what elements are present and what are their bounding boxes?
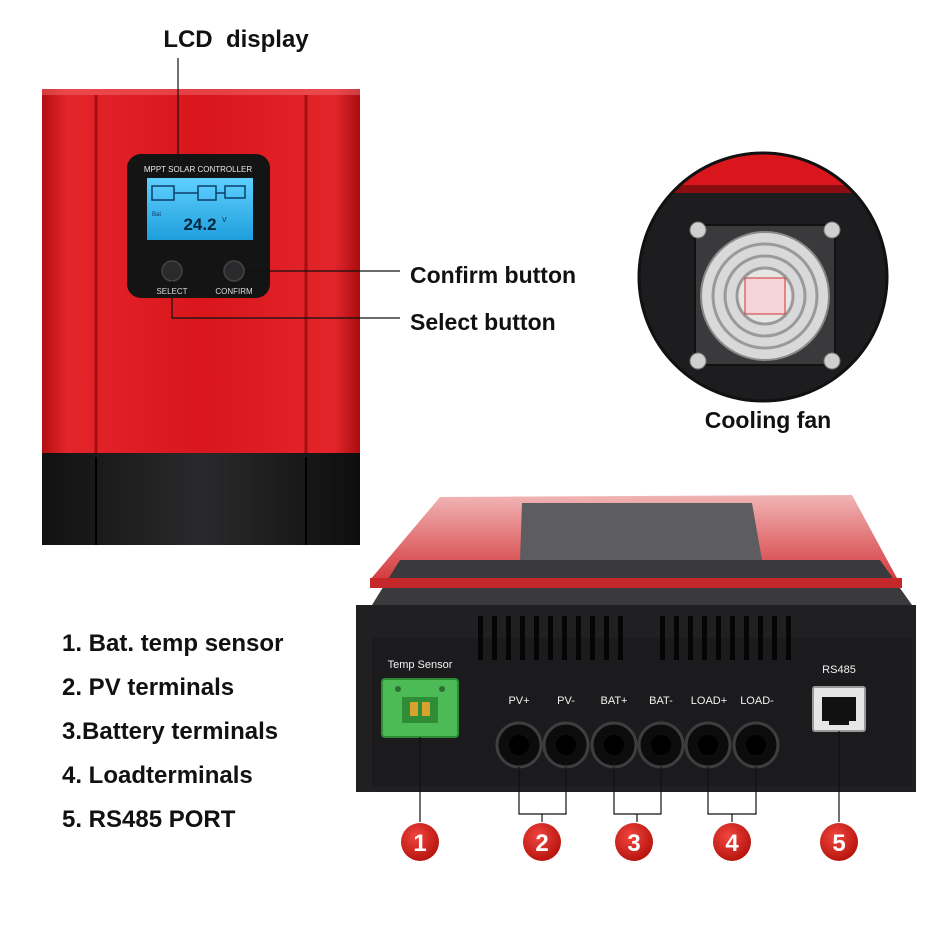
legend-item: 4. Loadterminals [62,762,253,789]
badge-1 [401,823,439,861]
legend-item: 5. RS485 PORT [62,806,236,833]
terminal-holes [495,721,780,769]
lcd-screen [147,178,253,240]
terminal-label: LOAD- [740,695,774,707]
controller-front-view [42,89,360,545]
rs485-label: RS485 [822,664,856,676]
badge-2 [523,823,561,861]
badge-3 [615,823,653,861]
number-badges: 1 2 3 4 5 [401,823,858,861]
badge-5-number: 5 [832,830,845,857]
terminal-label: PV+ [508,695,529,707]
select-button-label: SELECT [156,287,187,296]
badge-3-number: 3 [627,830,640,857]
controller-rear-view [356,495,916,792]
lcd-unit: V [222,217,227,224]
black-case-base [42,453,360,545]
cooling-fan-callout: Cooling fan [705,407,831,433]
badge-1-number: 1 [413,830,426,857]
legend-item: 3.Battery terminals [62,718,279,745]
select-button-callout: Select button [410,309,556,335]
badge-2-number: 2 [535,830,548,857]
screw-icon [689,352,707,370]
lcd-display-callout: LCD display [163,26,309,53]
badge-5 [820,823,858,861]
confirm-button[interactable] [223,260,245,282]
legend-list: 1. Bat. temp sensor 2. PV terminals 3.Ba… [62,626,283,846]
confirm-button-callout: Confirm button [410,262,576,288]
badge-4 [713,823,751,861]
screw-icon [823,221,841,239]
screw-icon [823,352,841,370]
terminal-label: LOAD+ [691,695,727,707]
terminal-label: BAT- [649,695,673,707]
screw-icon [689,221,707,239]
terminal-label: PV- [557,695,575,707]
legend-item: 1. Bat. temp sensor [62,630,284,657]
badge-leaders [419,731,840,822]
badge-4-number: 4 [725,830,739,857]
annotation-leaders [171,58,400,319]
lcd-bat-label: Bat [152,212,161,218]
select-button[interactable] [161,260,183,282]
panel-title: MPPT SOLAR CONTROLLER [144,165,253,174]
terminal-label: BAT+ [600,695,627,707]
confirm-button-label: CONFIRM [215,287,253,296]
temp-sensor-label: Temp Sensor [388,659,453,671]
legend-item: 2. PV terminals [62,674,235,701]
lcd-reading: 24.2 [183,215,216,234]
cooling-fan-inset [637,151,889,403]
